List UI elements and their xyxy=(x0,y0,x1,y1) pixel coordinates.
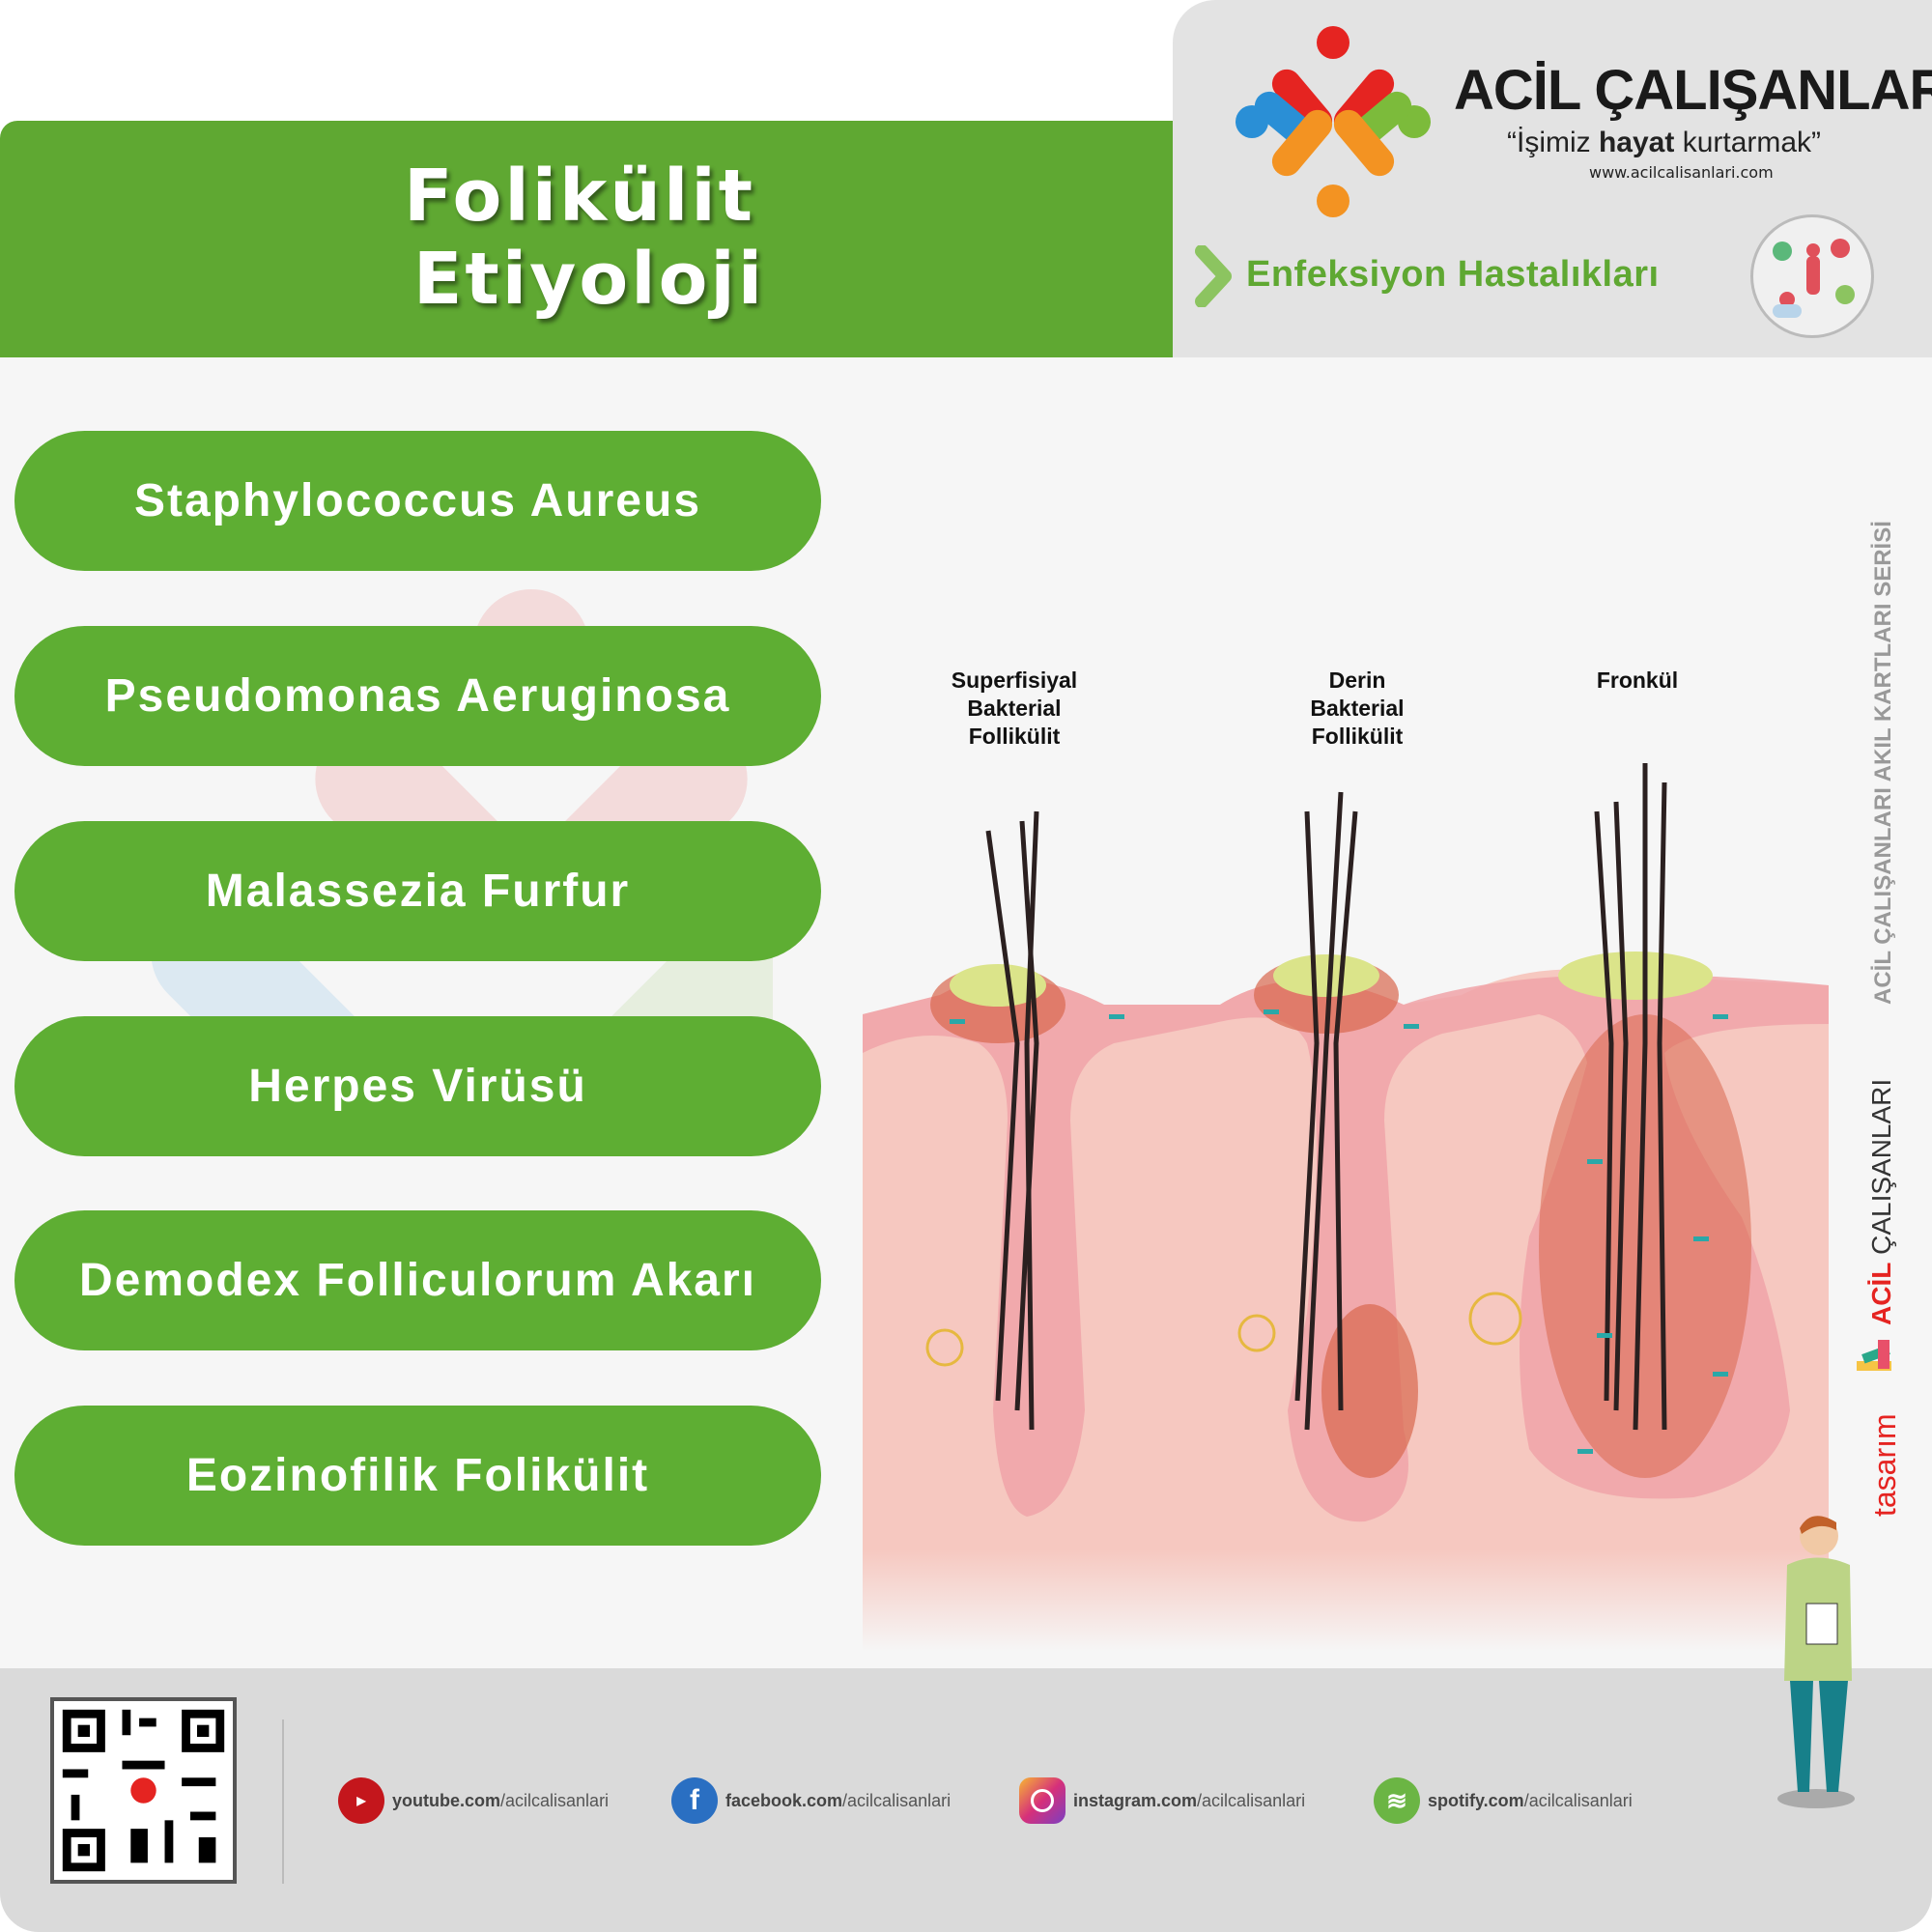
etiology-item: Pseudomonas Aeruginosa xyxy=(14,626,821,766)
spotify-link[interactable]: ≋ spotify.com/acilcalisanlari xyxy=(1374,1777,1633,1824)
youtube-link[interactable]: ▶ youtube.com/acilcalisanlari xyxy=(338,1777,609,1824)
link-domain: instagram.com xyxy=(1073,1790,1198,1810)
facebook-text: facebook.com/acilcalisanlari xyxy=(725,1791,951,1811)
spotify-icon: ≋ xyxy=(1374,1777,1420,1824)
slogan-text: “İşimiz xyxy=(1507,127,1599,158)
brand-slogan: “İşimiz hayat kurtarmak” xyxy=(1507,128,1821,158)
label-line: Fronkül xyxy=(1596,668,1679,693)
palette-icon xyxy=(1857,1340,1891,1371)
etiology-item: Malassezia Furfur xyxy=(14,821,821,961)
link-path: /acilcalisanlari xyxy=(842,1790,952,1810)
etiology-item: Herpes Virüsü xyxy=(14,1016,821,1156)
doctor-illustration xyxy=(1777,1516,1855,1808)
link-path: /acilcalisanlari xyxy=(500,1790,610,1810)
spotify-text: spotify.com/acilcalisanlari xyxy=(1428,1791,1633,1811)
side-brand-rest: ÇALIŞANLARI xyxy=(1866,1078,1896,1255)
label-line: Derin xyxy=(1328,668,1386,693)
etiology-item: Demodex Folliculorum Akarı xyxy=(14,1210,821,1350)
design-label: tasarım xyxy=(1867,1413,1902,1517)
category-label: Enfeksiyon Hastalıkları xyxy=(1246,254,1660,295)
brand-url: www.acilcalisanlari.com xyxy=(1589,163,1774,182)
link-path: /acilcalisanlari xyxy=(1197,1790,1306,1810)
link-domain: spotify.com xyxy=(1428,1790,1524,1810)
instagram-text: instagram.com/acilcalisanlari xyxy=(1073,1791,1305,1811)
side-brand-acil: ACİL xyxy=(1866,1262,1896,1325)
instagram-icon xyxy=(1019,1777,1065,1824)
etiology-item: Staphylococcus Aureus xyxy=(14,431,821,571)
etiology-item: Eozinofilik Folikülit xyxy=(14,1406,821,1546)
link-path: /acilcalisanlari xyxy=(1523,1790,1633,1810)
label-line: Bakterial xyxy=(967,696,1062,721)
infection-icon xyxy=(1750,214,1874,338)
label-line: Superfisiyal xyxy=(951,668,1078,693)
series-label: ACİL ÇALIŞANLARI AKIL KARTLARI SERİSİ xyxy=(1870,521,1896,1005)
chevron-right-icon xyxy=(1195,245,1232,307)
youtube-icon: ▶ xyxy=(338,1777,384,1824)
facebook-link[interactable]: f facebook.com/acilcalisanlari xyxy=(671,1777,951,1824)
footer-divider xyxy=(282,1719,284,1884)
facebook-icon: f xyxy=(671,1777,718,1824)
folliculitis-diagram xyxy=(863,763,1829,1652)
label-line: Follikülit xyxy=(968,724,1061,749)
qr-code[interactable] xyxy=(50,1697,237,1884)
page-subtitle: Etiyoloji xyxy=(412,238,766,321)
page-title: Folikülit xyxy=(403,155,756,238)
diagram-label-furuncle: Fronkül xyxy=(1550,667,1724,695)
link-domain: facebook.com xyxy=(725,1790,843,1810)
brand-name: ACİL ÇALIŞANLARI xyxy=(1454,59,1932,122)
brand-logo-icon xyxy=(1236,26,1431,217)
footer xyxy=(0,1668,1932,1932)
slogan-bold: hayat xyxy=(1598,127,1675,158)
instagram-link[interactable]: instagram.com/acilcalisanlari xyxy=(1019,1777,1305,1824)
slogan-text-end: kurtarmak” xyxy=(1674,127,1822,158)
youtube-text: youtube.com/acilcalisanlari xyxy=(392,1791,609,1811)
link-domain: youtube.com xyxy=(392,1790,501,1810)
side-brand: ACİL ÇALIŞANLARI xyxy=(1866,1078,1896,1325)
title-banner: Folikülit Etiyoloji xyxy=(0,121,1173,357)
label-line: Follikülit xyxy=(1311,724,1404,749)
label-line: Bakterial xyxy=(1310,696,1405,721)
